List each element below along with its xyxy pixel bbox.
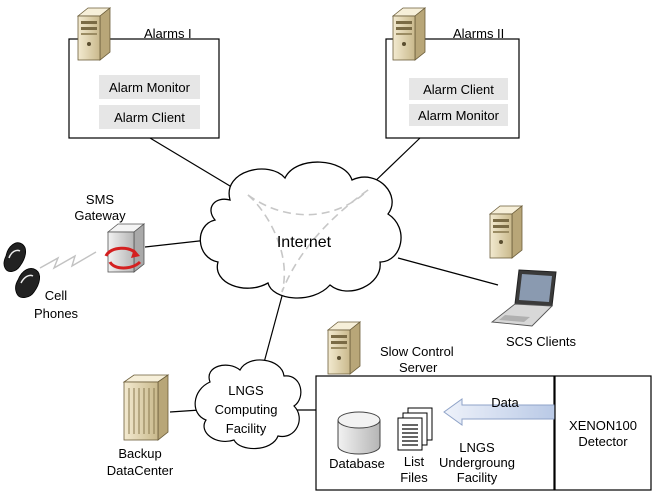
link-lngs-internet: [261, 295, 283, 371]
sms-gateway-group: SMS Gateway: [74, 192, 146, 273]
data-arrow-label: Data: [491, 395, 519, 410]
sms-gateway-label-line2: Gateway: [74, 208, 126, 223]
underground-label-line3: Facility: [457, 470, 498, 485]
database-label: Database: [329, 456, 385, 471]
data-flow-arrow: Data: [443, 395, 556, 426]
lngs-computing-cloud-shape: [194, 359, 302, 450]
lngs-computing-label-line2: Computing: [215, 402, 278, 417]
alarms-2-item-monitor-label: Alarm Monitor: [418, 108, 500, 123]
list-files-label-line2: Files: [400, 470, 428, 485]
alarms-2-item-monitor: [409, 104, 508, 126]
wireless-signal-icon: [39, 251, 97, 270]
underground-label-line1: LNGS: [459, 440, 495, 455]
connections: [144, 137, 499, 413]
xenon-detector-box: [554, 375, 652, 491]
backup-datacenter-icon: [122, 374, 170, 441]
alarms-1-item-client: [99, 105, 200, 129]
slow-control-server-label-line1: Slow Control: [380, 344, 454, 359]
underground-label-line2: Undergroung: [439, 455, 515, 470]
sms-gateway-icon: [104, 223, 146, 273]
internet-label: Internet: [277, 234, 332, 251]
slow-control-server-icon: [327, 321, 361, 375]
slow-control-server-label-line2: Server: [399, 360, 438, 375]
alarms-2-item-client: [409, 78, 508, 100]
list-files-label-line1: List: [404, 454, 425, 469]
backup-label-line1: Backup: [118, 446, 161, 461]
internet-cloud-shape: [199, 161, 402, 299]
cell-phone-icon-1: [3, 242, 26, 272]
lngs-computing-cloud: LNGS Computing Facility: [194, 359, 302, 450]
detector-label-line1: XENON100: [569, 418, 637, 433]
link-sms-internet: [144, 239, 209, 248]
lngs-computing-label-line1: LNGS: [228, 383, 264, 398]
scs-client-server-icon: [489, 205, 523, 259]
alarms-1-item-monitor-label: Alarm Monitor: [109, 80, 191, 95]
alarms-1-item-client-label: Alarm Client: [114, 110, 185, 125]
backup-datacenter-group: Backup DataCenter: [107, 374, 174, 478]
list-files-icon: [397, 407, 433, 451]
cell-phones-group: Cell Phones: [3, 242, 97, 321]
link-scs-internet: [397, 257, 499, 286]
lngs-computing-label-line3: Facility: [226, 421, 267, 436]
scs-clients-label: SCS Clients: [506, 334, 577, 349]
alarms-1-server-icon: [77, 7, 111, 61]
internet-cloud: Internet: [199, 161, 402, 299]
sms-gateway-label-line1: SMS: [86, 192, 115, 207]
link-backup-lngs: [169, 409, 201, 413]
cell-phones-label-line2: Phones: [34, 306, 79, 321]
cell-phone-icon-2: [15, 268, 40, 298]
alarms-2-group: Alarms II Alarm Client Alarm Monitor: [385, 7, 520, 139]
scs-clients-group: SCS Clients: [489, 205, 577, 349]
link-alarms1-internet: [149, 137, 241, 193]
internet-dashed-links: [247, 189, 369, 293]
alarms-2-item-client-label: Alarm Client: [423, 82, 494, 97]
lngs-underground-group: Slow Control Server Database List Files …: [315, 321, 555, 491]
detector-label-line2: Detector: [578, 434, 628, 449]
laptop-icon: [490, 269, 557, 327]
alarms-2-title: Alarms II: [453, 26, 504, 41]
data-arrow-shape: [443, 398, 556, 426]
alarms-2-server-icon: [392, 7, 426, 61]
database-icon: [337, 411, 381, 455]
alarms-1-group: Alarms I Alarm Monitor Alarm Client: [68, 7, 220, 139]
xenon-detector-group: XENON100 Detector: [554, 375, 652, 491]
alarms-1-item-monitor: [99, 75, 200, 99]
backup-label-line2: DataCenter: [107, 463, 174, 478]
alarms-1-title: Alarms I: [144, 26, 192, 41]
cell-phones-label-line1: Cell: [45, 288, 68, 303]
